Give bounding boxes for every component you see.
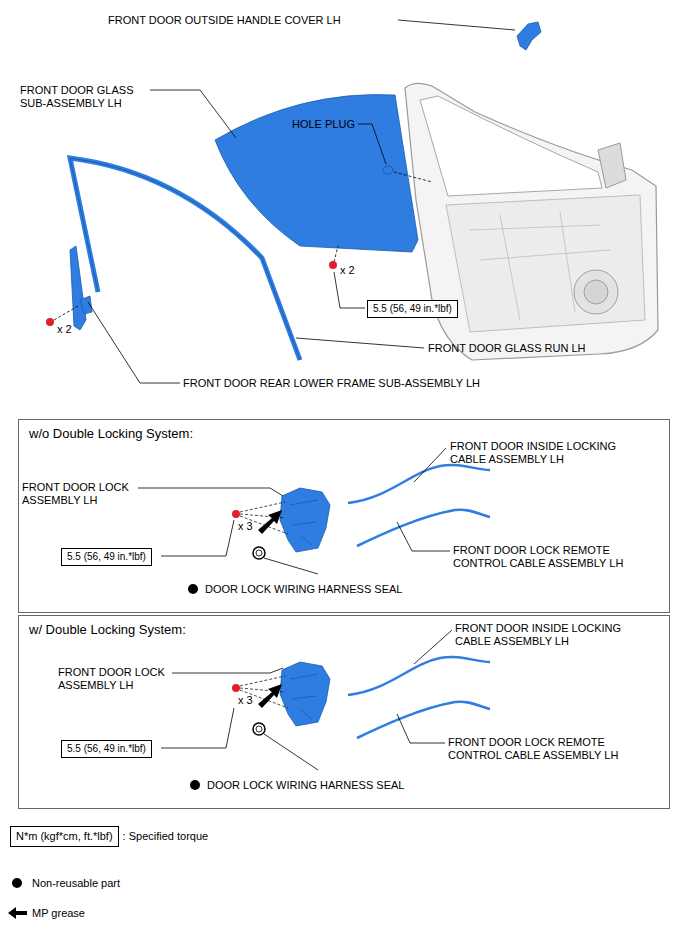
door-lock-part	[280, 662, 330, 726]
leader-line	[138, 488, 283, 496]
part-label: DOOR LOCK WIRING HARNESS SEAL	[205, 583, 402, 596]
leader-line	[264, 734, 318, 770]
leader-line	[172, 668, 283, 673]
glass-part	[215, 95, 418, 252]
seal-ring	[256, 726, 262, 732]
cable-part	[348, 657, 490, 738]
handle-cover-part	[517, 22, 541, 50]
node-text: N*m (kgf*cm, ft.*lbf)	[16, 830, 113, 843]
grease-arrow	[258, 510, 282, 534]
bolt-symbol	[329, 261, 337, 269]
node-text: 5.5 (56, 49 in.*lbf)	[67, 743, 146, 755]
leader-line	[397, 714, 445, 743]
door-panel	[574, 270, 618, 314]
leader-line	[414, 630, 452, 664]
dashed-line	[54, 306, 78, 320]
door-lock-part	[290, 674, 318, 719]
legend-text: MP grease	[32, 907, 85, 920]
bolt-symbol	[232, 510, 240, 518]
door-panel	[598, 143, 626, 188]
glass-part	[215, 95, 418, 252]
grease-arrow	[258, 684, 282, 708]
part-label: DOOR LOCK WIRING HARNESS SEAL	[207, 779, 404, 792]
dashed-line	[334, 246, 338, 262]
part-label: FRONT DOOR REAR LOWER FRAME SUB-ASSEMBLY…	[183, 377, 480, 390]
hole-plug-part	[383, 166, 393, 174]
seal-ring	[256, 550, 262, 556]
part-label: x 3	[238, 520, 253, 533]
seal-ring	[253, 547, 265, 559]
leader-line	[334, 272, 365, 308]
non-reusable-dot	[190, 780, 200, 790]
leader-line	[88, 302, 180, 383]
legend-torque-box: N*m (kgf*cm, ft.*lbf)	[10, 826, 119, 847]
cable-part	[348, 657, 490, 695]
door-panel	[584, 280, 608, 304]
door-lock-part	[280, 662, 330, 726]
leader-line	[397, 522, 450, 551]
glass-run-part	[70, 158, 300, 360]
leader-line	[414, 448, 446, 482]
part-label: FRONT DOOR INSIDE LOCKING CABLE ASSEMBLY…	[455, 622, 650, 648]
bolt-symbol	[46, 318, 54, 326]
door-lock-part	[290, 500, 318, 545]
door-panel	[405, 83, 658, 360]
part-label: x 2	[340, 264, 355, 277]
door-panel	[405, 83, 658, 360]
dashed-line	[394, 172, 432, 182]
rear-lower-frame-part	[70, 246, 92, 330]
node-text: w/o Double Locking System:	[29, 426, 659, 442]
legend-text: Non-reusable part	[32, 877, 120, 890]
part-label: FRONT DOOR LOCK ASSEMBLY LH	[22, 481, 137, 507]
glass-run-part	[70, 158, 300, 360]
grease-arrow	[8, 907, 27, 919]
door-lock-part	[280, 488, 330, 552]
door-lock-part	[280, 488, 330, 552]
leader-line	[398, 20, 515, 30]
bolt-symbol	[232, 684, 240, 692]
non-reusable-dot	[188, 584, 198, 594]
leader-line	[358, 124, 386, 164]
part-label: HOLE PLUG	[292, 118, 355, 131]
cable-part	[357, 510, 490, 546]
seal-ring	[253, 723, 265, 735]
part-label: x 3	[238, 694, 253, 707]
rear-lower-frame-part	[70, 246, 86, 330]
non-reusable-dot	[12, 878, 22, 888]
leader-line	[161, 708, 234, 748]
part-label: FRONT DOOR GLASS RUN LH	[428, 342, 586, 355]
cable-part	[357, 702, 490, 738]
torque-box: 5.5 (56, 49 in.*lbf)	[61, 548, 152, 566]
glass-run-part	[70, 158, 300, 360]
node-text: 5.5 (56, 49 in.*lbf)	[67, 551, 146, 563]
part-label: FRONT DOOR LOCK REMOTE CONTROL CABLE ASS…	[448, 736, 643, 762]
part-label: FRONT DOOR LOCK ASSEMBLY LH	[58, 666, 173, 692]
leader-line	[296, 338, 424, 348]
handle-cover-part	[517, 22, 541, 50]
leader-line	[161, 520, 234, 556]
cable-part	[348, 465, 490, 503]
torque-box: 5.5 (56, 49 in.*lbf)	[367, 300, 458, 318]
part-label: x 2	[57, 323, 72, 336]
door-panel	[420, 96, 602, 196]
legend-text: : Specified torque	[123, 830, 209, 843]
torque-box: 5.5 (56, 49 in.*lbf)	[61, 740, 152, 758]
part-label: FRONT DOOR LOCK REMOTE CONTROL CABLE ASS…	[453, 544, 648, 570]
part-label: FRONT DOOR INSIDE LOCKING CABLE ASSEMBLY…	[450, 440, 645, 466]
node-text: 5.5 (56, 49 in.*lbf)	[373, 303, 452, 315]
part-label: FRONT DOOR OUTSIDE HANDLE COVER LH	[108, 14, 341, 27]
door-panel	[446, 195, 645, 332]
leader-line	[264, 558, 318, 574]
leader-line	[150, 90, 236, 138]
part-label: FRONT DOOR GLASS SUB-ASSEMBLY LH	[20, 84, 145, 110]
